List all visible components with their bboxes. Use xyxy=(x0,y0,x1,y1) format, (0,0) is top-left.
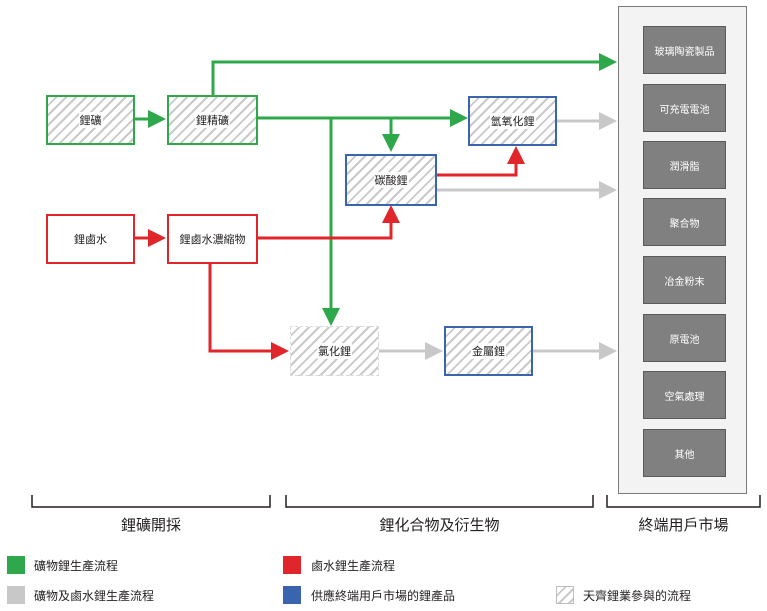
market-polymers: 聚合物 xyxy=(643,198,726,246)
node-lithium-ore: 鋰礦 xyxy=(46,95,135,145)
bracket-compounds xyxy=(285,495,594,508)
legend-swatch-gray xyxy=(7,586,25,604)
phase-label-end-market: 終端用戶市場 xyxy=(638,516,729,534)
node-lithium-ore-label: 鋰礦 xyxy=(78,112,103,128)
market-air-treatment: 空氣處理 xyxy=(643,371,726,419)
legend-label-hatch: 天齊鋰業參與的流程 xyxy=(583,589,692,603)
node-lithium-metal: 金屬鋰 xyxy=(444,326,533,376)
gray-flow-lines xyxy=(379,112,617,360)
legend-label-blue: 供應終端用戶市場的鋰產品 xyxy=(311,589,456,603)
market-glass-ceramics: 玻璃陶瓷製品 xyxy=(643,26,726,74)
node-lithium-hydroxide-label: 氫氧化鋰 xyxy=(489,113,536,129)
red-flow-lines xyxy=(135,146,525,360)
phase-brackets xyxy=(31,495,761,508)
market-rechargeable-batteries: 可充電電池 xyxy=(643,84,726,132)
node-brine-concentrate-label: 鋰鹵水濃縮物 xyxy=(178,231,247,247)
node-lithium-concentrate: 鋰精礦 xyxy=(167,95,258,145)
node-lithium-metal-label: 金屬鋰 xyxy=(471,343,506,359)
node-lithium-chloride-label: 氯化鋰 xyxy=(317,343,352,359)
legend-label-red: 鹵水鋰生產流程 xyxy=(311,559,396,573)
bracket-mining xyxy=(31,495,271,508)
node-lithium-carbonate-label: 碳酸鋰 xyxy=(373,172,409,188)
arrow-concentrate-to-market xyxy=(211,53,617,95)
legend-swatch-blue xyxy=(283,586,301,604)
legend-swatch-green xyxy=(7,556,25,574)
green-flow-lines xyxy=(135,53,617,326)
phase-label-mining: 鋰礦開採 xyxy=(120,516,181,534)
legend-swatch-hatch xyxy=(556,586,574,604)
arrow-brine-concentrate-to-carbonate xyxy=(258,205,400,240)
market-grease: 潤滑脂 xyxy=(643,141,726,189)
legend-label-green: 礦物鋰生產流程 xyxy=(34,559,119,573)
node-lithium-carbonate: 碳酸鋰 xyxy=(345,154,437,206)
legend-label-gray: 礦物及鹵水鋰生產流程 xyxy=(34,589,155,603)
market-primary-batteries: 原電池 xyxy=(643,314,726,362)
end-market-panel xyxy=(618,6,747,494)
market-metallurgy-powder: 冶金粉末 xyxy=(643,256,726,304)
node-brine: 鋰鹵水 xyxy=(46,214,135,264)
arrow-carbonate-to-hydroxide xyxy=(437,146,525,177)
phase-label-compounds: 鋰化合物及衍生物 xyxy=(379,516,500,534)
node-lithium-chloride: 氯化鋰 xyxy=(290,326,379,376)
node-brine-concentrate: 鋰鹵水濃縮物 xyxy=(167,214,258,264)
node-lithium-concentrate-label: 鋰精礦 xyxy=(195,112,230,128)
market-other: 其他 xyxy=(643,429,726,477)
bracket-end-market xyxy=(606,495,761,508)
node-lithium-hydroxide: 氫氧化鋰 xyxy=(468,96,557,146)
arrow-brine-concentrate-to-chloride xyxy=(208,264,289,360)
legend-swatch-red xyxy=(283,556,301,574)
node-brine-label: 鋰鹵水 xyxy=(73,231,108,247)
